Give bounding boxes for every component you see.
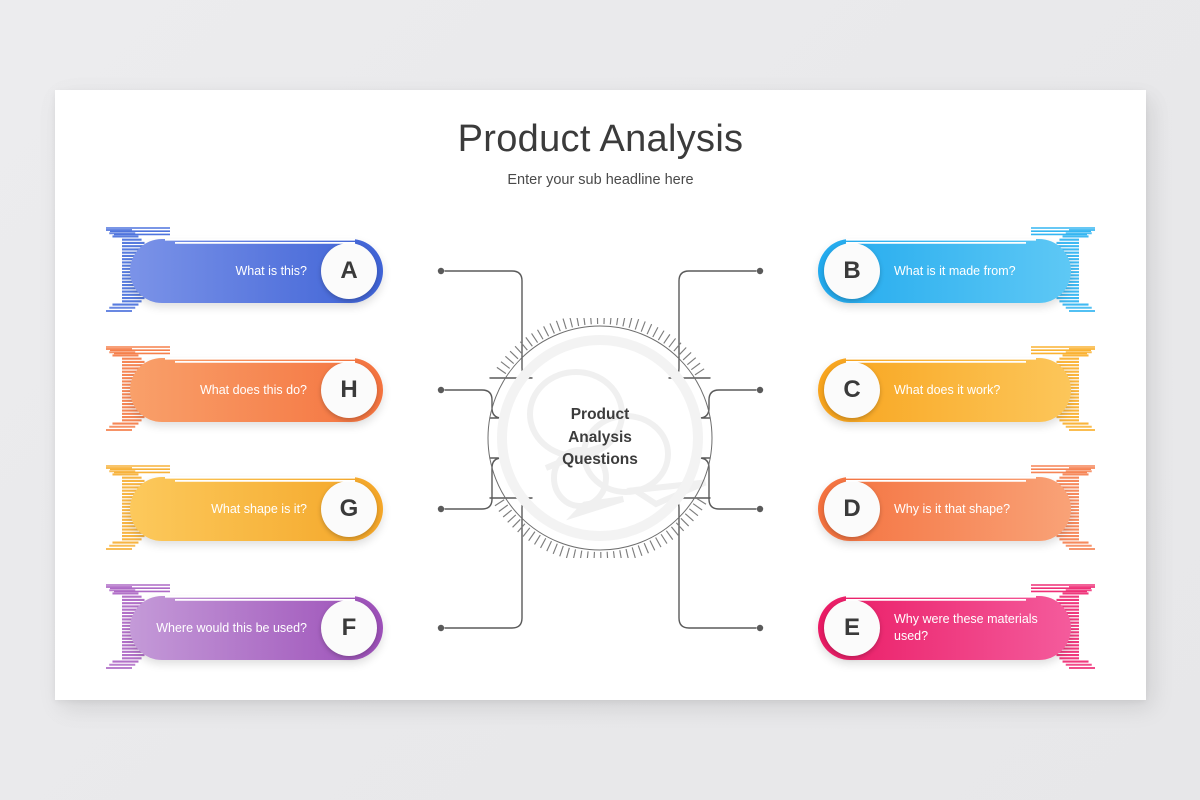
pill-h[interactable]: What does this do? H bbox=[130, 358, 383, 422]
connector-dot bbox=[437, 624, 445, 632]
pill-label: Where would this be used? bbox=[156, 620, 307, 635]
item-f[interactable]: Where would this be used? F bbox=[100, 582, 385, 674]
badge-letter-d[interactable]: D bbox=[824, 481, 880, 537]
item-g[interactable]: What shape is it? G bbox=[100, 463, 385, 555]
badge-letter-e[interactable]: E bbox=[824, 600, 880, 656]
connector-dot bbox=[756, 624, 764, 632]
hub-graphic bbox=[487, 318, 713, 558]
pill-label: What is this? bbox=[235, 263, 307, 278]
pill-e[interactable]: E Why were these materials used? bbox=[818, 596, 1071, 660]
page-title: Product Analysis bbox=[457, 118, 744, 160]
badge-letter-f[interactable]: F bbox=[321, 600, 377, 656]
pill-f[interactable]: Where would this be used? F bbox=[130, 596, 383, 660]
badge-letter-a[interactable]: A bbox=[321, 243, 377, 299]
connector-dot bbox=[756, 267, 764, 275]
badge-letter-b[interactable]: B bbox=[824, 243, 880, 299]
item-d[interactable]: D Why is it that shape? bbox=[816, 463, 1101, 555]
pill-label: What does this do? bbox=[199, 382, 307, 397]
pill-g[interactable]: What shape is it? G bbox=[130, 477, 383, 541]
item-e[interactable]: E Why were these materials used? bbox=[816, 582, 1101, 674]
hub-label-line2: Analysis bbox=[568, 428, 632, 446]
pill-label: What does it work? bbox=[894, 382, 1001, 397]
pill-d[interactable]: D Why is it that shape? bbox=[818, 477, 1071, 541]
slide-card: Product Analysis Enter your sub headline… bbox=[55, 90, 1146, 700]
connector-dot bbox=[437, 386, 445, 394]
connector-dot bbox=[756, 505, 764, 513]
badge-letter-h[interactable]: H bbox=[321, 362, 377, 418]
pill-label: What shape is it? bbox=[211, 501, 307, 516]
item-b[interactable]: B What is it made from? bbox=[816, 225, 1101, 317]
item-h[interactable]: What does this do? H bbox=[100, 344, 385, 436]
connector-dot bbox=[437, 267, 445, 275]
pill-b[interactable]: B What is it made from? bbox=[818, 239, 1071, 303]
hub-label-line1: Product bbox=[570, 406, 630, 424]
connector-dot bbox=[437, 505, 445, 513]
pill-a[interactable]: What is this? A bbox=[130, 239, 383, 303]
page-subtitle: Enter your sub headline here bbox=[507, 172, 694, 188]
badge-letter-c[interactable]: C bbox=[824, 362, 880, 418]
item-c[interactable]: C What does it work? bbox=[816, 344, 1101, 436]
pill-label: What is it made from? bbox=[894, 263, 1016, 278]
hub-label-line3: Questions bbox=[562, 451, 638, 469]
item-a[interactable]: What is this? A bbox=[100, 225, 385, 317]
pill-c[interactable]: C What does it work? bbox=[818, 358, 1071, 422]
speech-bubbles-icon bbox=[527, 369, 707, 521]
pill-label: Why is it that shape? bbox=[894, 501, 1011, 516]
pill-label: Why were these materials used? bbox=[894, 612, 1038, 643]
connector-dot bbox=[756, 386, 764, 394]
center-hub: Product Analysis Questions bbox=[480, 318, 720, 558]
hub-label: Product Analysis Questions bbox=[480, 318, 720, 558]
badge-letter-g[interactable]: G bbox=[321, 481, 377, 537]
